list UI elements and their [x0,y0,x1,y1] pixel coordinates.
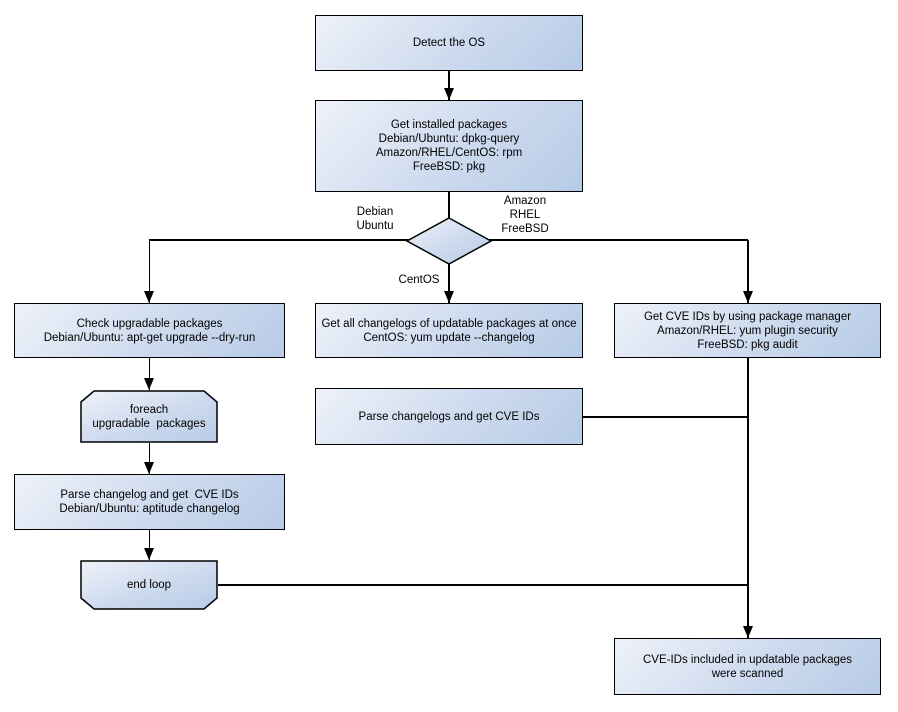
arrowhead-into-get-cve-ids [743,291,753,303]
connector-endloop-to-trunk [218,584,748,586]
node-parse-changelog-debian-label: Parse changelog and get CVE IDs Debian/U… [59,489,240,515]
node-check-upgradable-packages: Check upgradable packages Debian/Ubuntu:… [14,303,285,358]
node-os-decision-diamond [405,215,493,267]
node-check-upgradable-packages-label: Check upgradable packages Debian/Ubuntu:… [43,317,256,344]
arrowhead-into-cve-scanned [743,626,753,638]
node-get-cve-ids-pkg-manager: Get CVE IDs by using package manager Ama… [614,303,881,358]
connector-decision-left-horizontal [149,239,410,241]
connector-decision-centos-down [448,262,450,303]
node-end-loop-label: end loop [126,579,172,591]
connector-parsechangelogs-to-trunk [583,416,748,418]
arrowhead-into-foreach [144,378,154,390]
edge-label-debian-ubuntu: Debian Ubuntu [356,206,394,232]
connector-decision-right-down [747,240,749,303]
connector-decision-left-down [148,240,151,303]
node-end-loop: end loop [80,560,218,610]
edge-label-centos: CentOS [398,274,440,286]
diamond-shape [405,217,493,265]
node-get-installed-packages-label: Get installed packages Debian/Ubuntu: dp… [375,119,523,173]
connector-trunk-to-scanned [747,358,749,638]
connector-foreach-to-parse [148,443,151,474]
arrowhead-into-end-loop [144,548,154,560]
connector-check-to-foreach [148,358,151,390]
node-get-all-changelogs: Get all changelogs of updatable packages… [315,303,583,358]
arrowhead-into-get-installed [444,88,454,100]
arrowhead-into-parse-changelog [144,462,154,474]
connector-detect-to-installed [448,71,450,101]
edge-label-amazon-rhel-freebsd: Amazon RHEL FreeBSD [501,195,549,235]
arrowhead-into-check-upgradable [144,291,154,303]
loop-start-shape [80,390,218,443]
node-cve-ids-scanned: CVE-IDs included in updatable packages w… [614,638,881,695]
node-detect-os: Detect the OS [315,15,583,71]
connector-decision-right-horizontal [488,239,748,241]
connector-parse-to-endloop [148,530,151,560]
arrowhead-into-get-all-changelogs [444,291,454,303]
node-get-cve-ids-pkg-manager-label: Get CVE IDs by using package manager Ama… [643,310,852,351]
loop-end-shape [80,560,218,610]
node-foreach-loop-label: foreach upgradable packages [92,403,206,430]
node-parse-changelog-debian: Parse changelog and get CVE IDs Debian/U… [14,474,285,530]
node-get-installed-packages: Get installed packages Debian/Ubuntu: dp… [315,100,583,192]
connector-installed-to-decision [448,192,450,222]
node-detect-os-label: Detect the OS [412,37,486,49]
node-get-all-changelogs-label: Get all changelogs of updatable packages… [321,317,577,344]
node-parse-changelogs-centos: Parse changelogs and get CVE IDs [315,388,583,445]
node-cve-ids-scanned-label: CVE-IDs included in updatable packages w… [642,653,853,680]
node-parse-changelogs-centos-label: Parse changelogs and get CVE IDs [358,410,540,423]
node-foreach-loop: foreach upgradable packages [80,390,218,443]
